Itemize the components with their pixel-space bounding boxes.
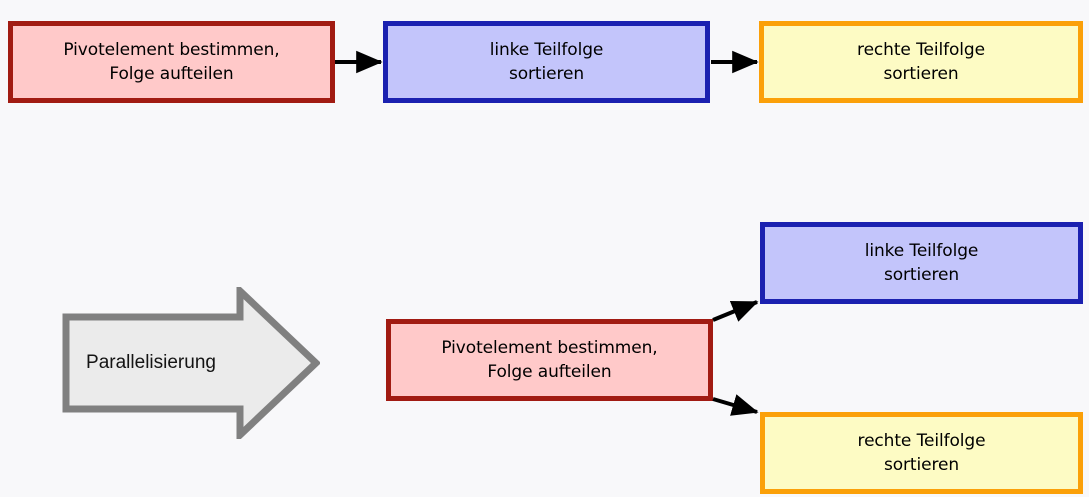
node-label: Pivotelement bestimmen, Folge aufteilen xyxy=(441,337,658,382)
node-label: linke Teilfolge sortieren xyxy=(864,240,979,285)
node-label: rechte Teilfolge sortieren xyxy=(857,39,985,84)
node-sequential-pivot[interactable]: Pivotelement bestimmen, Folge aufteilen xyxy=(8,21,335,103)
node-label: rechte Teilfolge sortieren xyxy=(857,430,986,475)
parallelisierung-label: Parallelisierung xyxy=(86,352,216,373)
parallelisierung-block-arrow: Parallelisierung xyxy=(62,287,320,439)
node-label: linke Teilfolge sortieren xyxy=(489,39,604,84)
node-sequential-left-subsequence[interactable]: linke Teilfolge sortieren xyxy=(383,21,710,103)
node-parallel-right-subsequence[interactable]: rechte Teilfolge sortieren xyxy=(760,412,1083,494)
node-label: Pivotelement bestimmen, Folge aufteilen xyxy=(63,39,280,84)
node-sequential-right-subsequence[interactable]: rechte Teilfolge sortieren xyxy=(759,21,1083,103)
connector-par-pivot-to-par-right xyxy=(712,394,759,416)
block-arrow-icon xyxy=(62,287,320,439)
node-parallel-left-subsequence[interactable]: linke Teilfolge sortieren xyxy=(760,222,1083,304)
node-parallel-pivot[interactable]: Pivotelement bestimmen, Folge aufteilen xyxy=(386,319,713,401)
connector-par-pivot-to-par-left xyxy=(712,300,759,322)
